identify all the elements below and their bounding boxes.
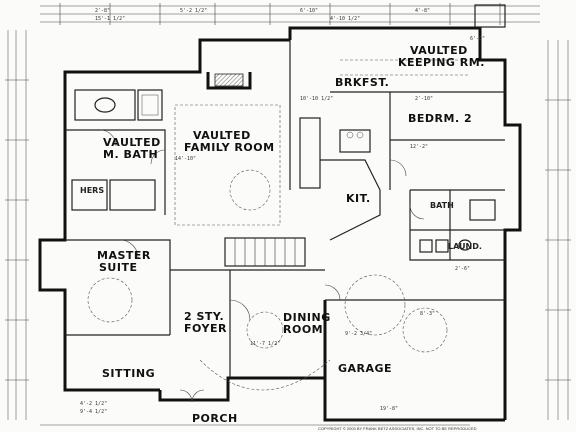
label-kitchen: KIT.: [346, 192, 371, 205]
label-vaulted-family-room-line1: VAULTED: [193, 129, 251, 142]
svg-text:19'-8": 19'-8": [380, 406, 398, 412]
interior-walls: [65, 40, 505, 378]
svg-text:2'-10": 2'-10": [415, 96, 433, 102]
label-laundry: LAUND.: [448, 242, 482, 251]
svg-text:4'-10 1/2": 4'-10 1/2": [330, 16, 360, 22]
exterior-walls: [38, 4, 522, 422]
label-vaulted-master-bath-line2: M. BATH: [103, 148, 158, 161]
label-bath: BATH: [430, 201, 454, 210]
svg-text:9'-2 3/4": 9'-2 3/4": [345, 331, 372, 337]
svg-text:12'-2": 12'-2": [410, 144, 428, 150]
fixtures: [94, 94, 496, 253]
svg-text:2'-8": 2'-8": [95, 8, 110, 14]
label-hers-closet: HERS: [80, 186, 104, 195]
svg-text:14'-10": 14'-10": [175, 156, 196, 162]
label-bedroom-2: BEDRM. 2: [408, 112, 472, 125]
label-vaulted-keeping-room-line1: VAULTED: [410, 44, 468, 57]
svg-text:4'-8": 4'-8": [415, 8, 430, 14]
svg-text:5'-2 1/2": 5'-2 1/2": [180, 8, 207, 14]
label-garage: GARAGE: [338, 362, 392, 375]
soffit-lines: [87, 59, 470, 391]
svg-text:9'-4 1/2": 9'-4 1/2": [80, 409, 107, 415]
svg-text:6'-10": 6'-10": [300, 8, 318, 14]
label-foyer-line2: FOYER: [184, 322, 227, 335]
label-porch: PORCH: [192, 412, 238, 425]
label-vaulted-master-bath-line1: VAULTED: [103, 136, 161, 149]
room-labels: VAULTED KEEPING RM. BRKFST. VAULTED FAMI…: [80, 44, 485, 425]
label-vaulted-keeping-room-line2: KEEPING RM.: [398, 56, 485, 69]
dimension-notes: 2'-8" 5'-2 1/2" 6'-10" 4'-8" 15'-1 1/2" …: [80, 8, 485, 415]
label-master-suite-line2: SUITE: [99, 261, 137, 274]
svg-text:8'-3": 8'-3": [420, 311, 435, 317]
label-foyer-line1: 2 STY.: [184, 310, 224, 323]
label-dining-room-line1: DINING: [283, 311, 331, 324]
svg-text:4'-2 1/2": 4'-2 1/2": [80, 401, 107, 407]
label-dining-room-line2: ROOM: [283, 323, 323, 336]
door-swings: [99, 129, 425, 403]
dimension-lines: [5, 3, 571, 426]
label-master-suite-line1: MASTER: [97, 249, 151, 262]
svg-text:6'-0": 6'-0": [470, 36, 485, 42]
label-breakfast: BRKFST.: [335, 76, 389, 89]
svg-text:15'-1 1/2": 15'-1 1/2": [95, 16, 125, 22]
svg-text:2'-6": 2'-6": [455, 266, 470, 272]
svg-text:10'-10 1/2": 10'-10 1/2": [300, 96, 333, 102]
label-vaulted-family-room-line2: FAMILY ROOM: [184, 141, 275, 154]
copyright-notice: COPYRIGHT © 2003 BY FRANK BETZ ASSOCIATE…: [318, 426, 477, 431]
label-sitting: SITTING: [102, 367, 155, 380]
svg-text:11'-7 1/2": 11'-7 1/2": [250, 341, 280, 347]
